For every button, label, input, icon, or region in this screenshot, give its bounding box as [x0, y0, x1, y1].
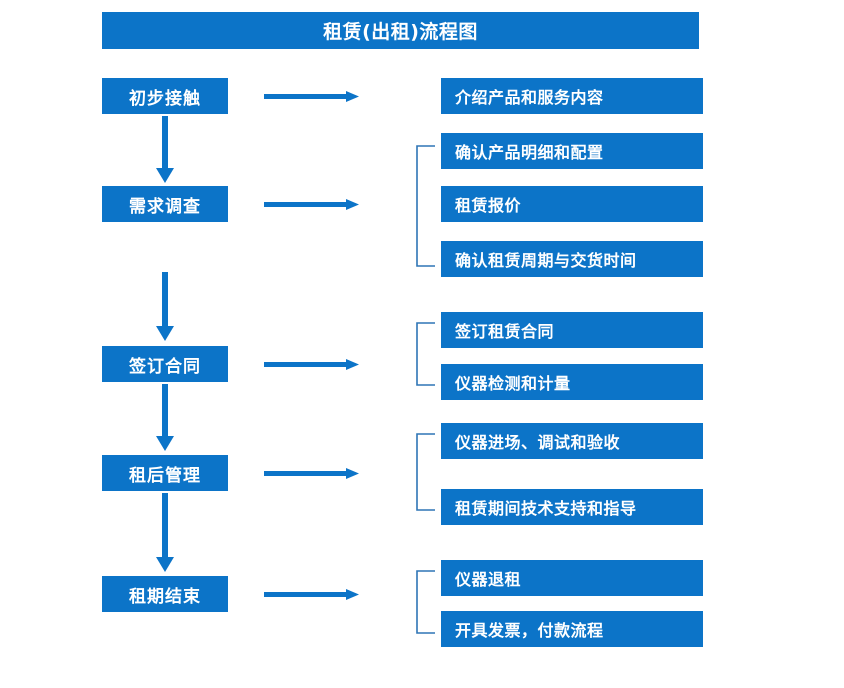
stage-box-4[interactable]: 租后管理 — [102, 455, 228, 491]
vertical-arrow-3-to-4 — [152, 384, 178, 452]
group-bracket-4 — [414, 570, 436, 634]
vertical-arrow-1-to-2 — [152, 116, 178, 184]
horizontal-arrow-1 — [264, 89, 360, 103]
horizontal-arrow-3 — [264, 357, 360, 371]
detail-box-8[interactable]: 租赁期间技术支持和指导 — [441, 489, 703, 525]
detail-box-1[interactable]: 介绍产品和服务内容 — [441, 78, 703, 114]
detail-box-7[interactable]: 仪器进场、调试和验收 — [441, 423, 703, 459]
group-bracket-2 — [414, 322, 436, 386]
vertical-arrow-4-to-5 — [152, 493, 178, 573]
group-bracket-3 — [414, 433, 436, 511]
stage-box-3[interactable]: 签订合同 — [102, 346, 228, 382]
stage-box-2[interactable]: 需求调查 — [102, 186, 228, 222]
detail-box-4[interactable]: 确认租赁周期与交货时间 — [441, 241, 703, 277]
vertical-arrow-2-to-3 — [152, 272, 178, 342]
detail-box-6[interactable]: 仪器检测和计量 — [441, 364, 703, 400]
detail-box-2[interactable]: 确认产品明细和配置 — [441, 133, 703, 169]
stage-box-5[interactable]: 租期结束 — [102, 576, 228, 612]
group-bracket-1 — [414, 145, 436, 267]
horizontal-arrow-2 — [264, 197, 360, 211]
stage-box-1[interactable]: 初步接触 — [102, 78, 228, 114]
detail-box-3[interactable]: 租赁报价 — [441, 186, 703, 222]
horizontal-arrow-4 — [264, 466, 360, 480]
horizontal-arrow-5 — [264, 587, 360, 601]
detail-box-9[interactable]: 仪器退租 — [441, 560, 703, 596]
page-title: 租赁(出租)流程图 — [102, 12, 699, 49]
detail-box-10[interactable]: 开具发票，付款流程 — [441, 611, 703, 647]
detail-box-5[interactable]: 签订租赁合同 — [441, 312, 703, 348]
